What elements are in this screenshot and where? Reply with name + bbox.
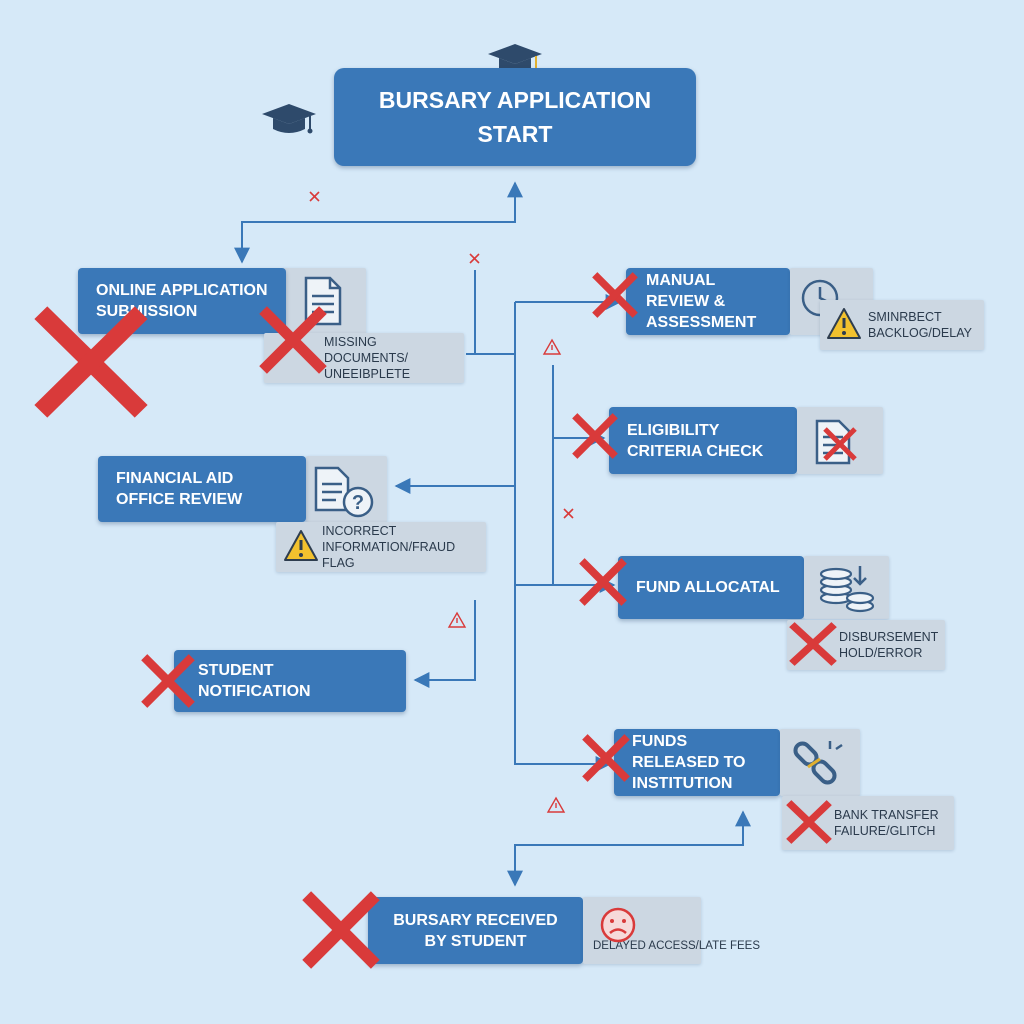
node-fund-allocation[interactable]: FUND ALLOCATAL <box>618 556 804 619</box>
connector-released-to-received <box>507 810 751 887</box>
warning-icon <box>546 796 566 813</box>
svg-text:?: ? <box>352 492 364 514</box>
error-cross-icon <box>563 508 574 519</box>
issue-incorrect-info-label: INCORRECT INFORMATION/FRAUD FLAG <box>322 524 456 570</box>
error-cross-icon <box>786 800 832 844</box>
connectors <box>234 181 751 887</box>
error-cross-icon <box>302 891 380 969</box>
warning-icon <box>284 530 318 561</box>
node-student-notification[interactable]: STUDENT NOTIFICATION <box>174 650 406 712</box>
warning-icon <box>827 308 861 339</box>
coins-icon <box>819 566 875 613</box>
sad-face-icon <box>600 907 636 943</box>
node-start-label: BURSARY APPLICATION START <box>378 87 652 147</box>
node-bursary-received-label: BURSARY RECEIVED BY STUDENT <box>393 911 558 950</box>
small-error-marks <box>309 191 574 519</box>
error-cross-icon <box>469 253 480 264</box>
issue-missing-documents-label: MISSING DOCUMENTS/ UNEEIBPLETE <box>324 335 411 381</box>
error-cross-icon <box>582 734 630 782</box>
node-start[interactable]: BURSARY APPLICATION START <box>334 68 696 166</box>
connector-online-to-branch <box>466 270 515 355</box>
fund-allocation-icon-panel <box>804 556 889 619</box>
node-funds-released-label: FUNDS RELEASED TO INSTITUTION <box>632 733 746 792</box>
connector-to-notification <box>413 600 476 688</box>
issue-backlog-label: SMINRBECT BACKLOG/DELAY <box>868 310 972 340</box>
eligibility-icon-panel <box>797 407 883 474</box>
error-cross-icon <box>789 622 837 666</box>
node-manual-review-label: MANUAL REVIEW & ASSESSMENT <box>646 272 757 331</box>
connector-main-trunk <box>514 302 612 772</box>
issue-incorrect-info: INCORRECT INFORMATION/FRAUD FLAG <box>276 522 486 572</box>
warning-icon <box>542 338 562 355</box>
node-eligibility-label: ELIGIBILITY CRITERIA CHECK <box>627 421 764 460</box>
rejected-document-icon <box>815 419 857 465</box>
node-financial-aid-label: FINANCIAL AID OFFICE REVIEW <box>116 470 243 508</box>
financial-aid-icon-panel: ? <box>306 456 387 522</box>
broken-link-icon <box>793 741 843 785</box>
node-bursary-received[interactable]: BURSARY RECEIVED BY STUDENT <box>368 897 583 964</box>
node-funds-released[interactable]: FUNDS RELEASED TO INSTITUTION <box>614 729 780 796</box>
node-student-notification-label: STUDENT NOTIFICATION <box>198 662 311 700</box>
node-online-application-label: ONLINE APPLICATION SUBMISSION <box>96 282 268 320</box>
issue-delayed-access-label: DELAYED ACCESS/LATE FEES <box>593 939 761 952</box>
node-financial-aid[interactable]: FINANCIAL AID OFFICE REVIEW <box>98 456 306 522</box>
node-fund-allocation-label: FUND ALLOCATAL <box>636 579 780 596</box>
error-cross-icon <box>572 413 618 459</box>
connector-start-to-online <box>234 181 523 264</box>
error-cross-icon <box>309 191 320 202</box>
error-cross-icon <box>34 306 148 418</box>
node-online-application[interactable]: ONLINE APPLICATION SUBMISSION <box>78 268 286 334</box>
graduation-cap-icon <box>262 104 316 134</box>
document-question-icon: ? <box>314 466 374 518</box>
error-cross-icon <box>141 654 195 708</box>
error-cross-icon <box>259 306 327 374</box>
error-cross-icon <box>579 558 627 606</box>
warning-icon <box>447 611 467 628</box>
issue-disbursement-label: DISBURSEMENT HOLD/ERROR <box>839 630 939 660</box>
node-eligibility[interactable]: ELIGIBILITY CRITERIA CHECK <box>609 407 797 474</box>
funds-released-icon-panel <box>780 729 860 796</box>
issue-bank-transfer-label: BANK TRANSFER FAILURE/GLITCH <box>834 808 939 838</box>
issue-delayed-access: DELAYED ACCESS/LATE FEES <box>583 897 760 964</box>
node-manual-review[interactable]: MANUAL REVIEW & ASSESSMENT <box>626 268 790 335</box>
small-warning-marks <box>447 338 566 813</box>
error-cross-icon <box>592 272 638 318</box>
